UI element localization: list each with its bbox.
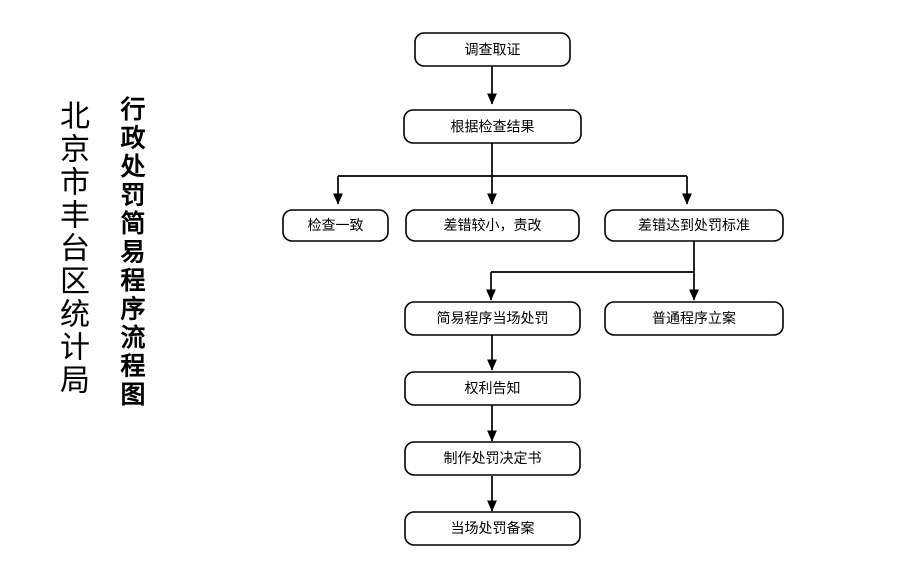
node-box[interactable] — [405, 209, 580, 242]
node-label: 差错达到处罚标准 — [638, 218, 750, 234]
node-box[interactable] — [404, 301, 581, 336]
node-inspection-consistent[interactable]: 检查一致 — [282, 209, 389, 242]
node-minor-error-correct[interactable]: 差错较小，责改 — [405, 209, 580, 242]
node-box[interactable] — [403, 109, 582, 144]
node-label: 差错较小，责改 — [444, 218, 542, 234]
node-summary-procedure-onsite-penalty[interactable]: 简易程序当场处罚 — [404, 301, 581, 336]
node-label: 检查一致 — [308, 218, 364, 234]
node-box[interactable] — [404, 371, 581, 406]
node-label: 制作处罚决定书 — [444, 451, 542, 467]
node-error-meets-penalty-standard[interactable]: 差错达到处罚标准 — [604, 209, 784, 242]
node-box[interactable] — [404, 441, 581, 476]
node-onsite-penalty-record[interactable]: 当场处罚备案 — [404, 511, 581, 546]
node-label: 普通程序立案 — [652, 310, 736, 327]
node-based-on-inspection-result[interactable]: 根据检查结果 — [403, 109, 582, 144]
node-label: 调查取证 — [465, 43, 521, 59]
chart-title: 行政处罚简易程序流程图 — [117, 96, 146, 410]
node-draft-penalty-decision[interactable]: 制作处罚决定书 — [404, 441, 581, 476]
connector-layer — [333, 66, 699, 512]
node-label: 权利告知 — [465, 380, 521, 397]
node-box[interactable] — [414, 32, 571, 67]
node-box[interactable] — [604, 301, 784, 336]
node-box[interactable] — [404, 511, 581, 546]
node-rights-notification[interactable]: 权利告知 — [404, 371, 581, 406]
organization-title: 北京市丰台区统计局 — [54, 100, 89, 397]
node-label: 当场处罚备案 — [451, 520, 535, 537]
node-label: 根据检查结果 — [451, 120, 535, 136]
node-label: 简易程序当场处罚 — [437, 310, 549, 327]
node-ordinary-procedure-filing[interactable]: 普通程序立案 — [604, 301, 784, 336]
node-box[interactable] — [604, 209, 784, 242]
node-box[interactable] — [282, 209, 389, 242]
node-investigate[interactable]: 调查取证 — [414, 32, 571, 67]
